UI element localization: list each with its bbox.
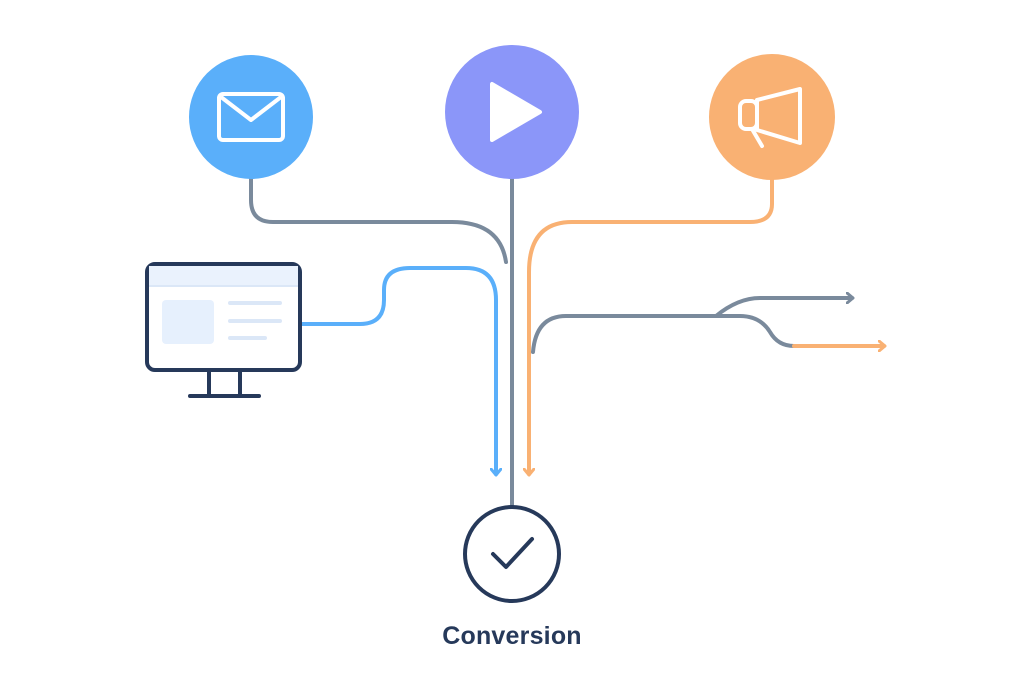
conversion-node — [463, 505, 561, 603]
website-path — [300, 266, 496, 474]
play-icon — [490, 82, 542, 142]
envelope-icon — [217, 92, 285, 142]
megaphone-icon — [738, 87, 802, 148]
ads-path — [529, 176, 774, 474]
email-path — [249, 176, 508, 264]
checkmark-icon — [491, 537, 534, 569]
monitor-icon — [145, 262, 302, 398]
conversion-label: Conversion — [442, 622, 582, 650]
ads-node — [709, 54, 835, 180]
website-node — [145, 262, 302, 398]
exit-path-gray — [531, 298, 852, 354]
exit-path-split — [714, 314, 796, 348]
video-node — [445, 45, 579, 179]
email-node — [189, 55, 313, 179]
